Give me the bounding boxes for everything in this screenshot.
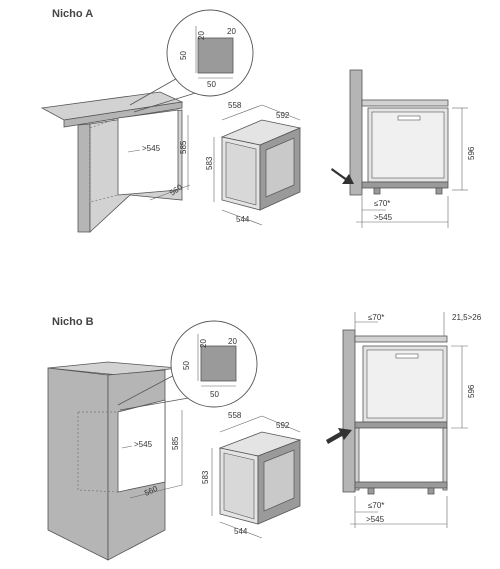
svg-text:≤70*: ≤70* bbox=[368, 501, 384, 510]
svg-text:50: 50 bbox=[182, 361, 191, 370]
svg-text:596: 596 bbox=[467, 384, 476, 398]
section-a-detail-callout: 20 20 50 50 bbox=[129, 9, 254, 113]
section-b-side-view: ≤70* 21,5>26 596 ≤70* >545 bbox=[326, 312, 482, 528]
svg-text:585: 585 bbox=[179, 140, 188, 154]
svg-text:>545: >545 bbox=[142, 144, 161, 153]
svg-text:>545: >545 bbox=[374, 213, 393, 222]
svg-text:585: 585 bbox=[171, 436, 180, 450]
svg-text:544: 544 bbox=[234, 527, 248, 536]
svg-text:583: 583 bbox=[205, 156, 214, 170]
section-a-title: Nicho A bbox=[52, 8, 93, 20]
svg-text:592: 592 bbox=[276, 421, 290, 430]
section-a-oven bbox=[220, 119, 302, 211]
svg-text:50: 50 bbox=[207, 80, 216, 89]
svg-text:>545: >545 bbox=[134, 440, 153, 449]
section-b-cabinet bbox=[47, 361, 179, 561]
section-b-oven bbox=[218, 431, 302, 525]
svg-text:≤70*: ≤70* bbox=[374, 199, 390, 208]
svg-text:>545: >545 bbox=[366, 515, 385, 524]
svg-text:≤70*: ≤70* bbox=[368, 313, 384, 322]
svg-text:544: 544 bbox=[236, 215, 250, 224]
svg-text:21,5>26: 21,5>26 bbox=[452, 313, 482, 322]
svg-text:558: 558 bbox=[228, 101, 242, 110]
section-a-side-view: 596 ≤70* >545 bbox=[331, 69, 476, 228]
svg-text:50: 50 bbox=[210, 390, 219, 399]
svg-text:20: 20 bbox=[199, 339, 208, 348]
svg-text:20: 20 bbox=[197, 31, 206, 40]
section-b-oven-labels: 558 592 583 544 bbox=[201, 411, 301, 539]
svg-text:20: 20 bbox=[228, 337, 237, 346]
section-a-cabinet bbox=[40, 91, 184, 233]
svg-text:50: 50 bbox=[179, 51, 188, 60]
section-b-title: Nicho B bbox=[52, 316, 94, 328]
section-b-detail-callout: 20 20 50 50 bbox=[117, 320, 258, 411]
svg-text:558: 558 bbox=[228, 411, 242, 420]
section-a-oven-labels: 558 592 583 544 bbox=[205, 101, 301, 226]
svg-text:592: 592 bbox=[276, 111, 290, 120]
svg-text:583: 583 bbox=[201, 470, 210, 484]
svg-text:20: 20 bbox=[227, 27, 236, 36]
svg-text:596: 596 bbox=[467, 146, 476, 160]
